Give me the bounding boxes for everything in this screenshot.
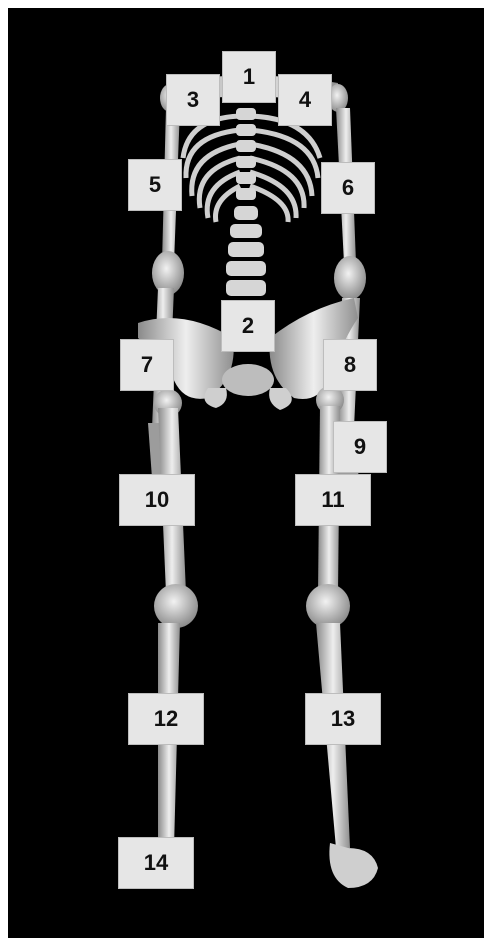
label-13: 13 <box>305 693 381 745</box>
label-14: 14 <box>118 837 194 889</box>
label-4: 4 <box>278 74 332 126</box>
label-3: 3 <box>166 74 220 126</box>
label-2: 2 <box>221 300 275 352</box>
image-frame: 1 3 4 5 6 2 7 8 9 10 11 12 13 14 <box>8 8 484 938</box>
label-6: 6 <box>321 162 375 214</box>
spine <box>226 108 266 296</box>
label-1: 1 <box>222 51 276 103</box>
label-7: 7 <box>120 339 174 391</box>
label-5: 5 <box>128 159 182 211</box>
skeleton-illustration <box>8 8 484 938</box>
label-9: 9 <box>333 421 387 473</box>
label-12: 12 <box>128 693 204 745</box>
label-11: 11 <box>295 474 371 526</box>
label-10: 10 <box>119 474 195 526</box>
label-8: 8 <box>323 339 377 391</box>
